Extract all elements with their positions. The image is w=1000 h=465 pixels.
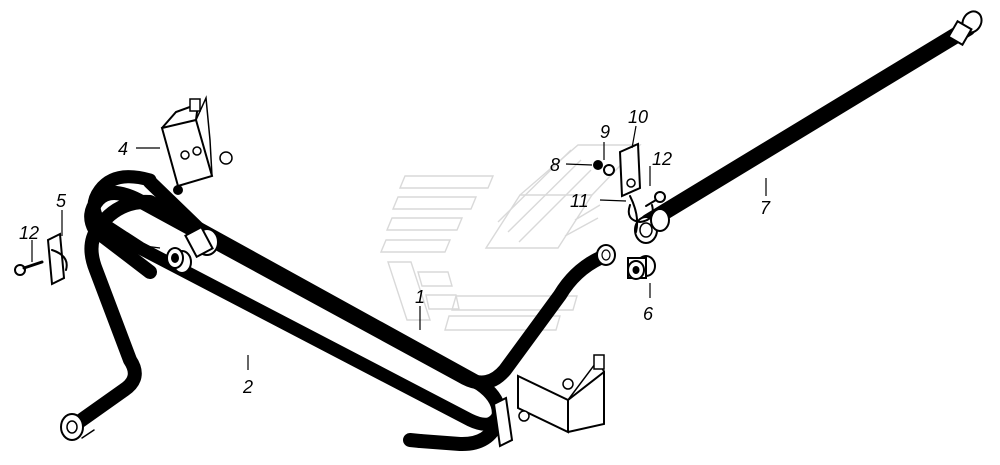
label-7: 7 [760,198,771,218]
bolt-12-left [14,260,44,276]
hose-7 [634,10,983,244]
clamp-5 [46,232,68,286]
callouts: 4 5 12 6 1 2 9 10 8 12 11 7 6 [19,107,771,397]
label-5: 5 [56,191,67,211]
label-11: 11 [570,191,589,211]
washer-9 [603,164,615,176]
bracket-10 [618,142,642,233]
label-12-right: 12 [652,149,672,169]
fitting-left [166,225,219,274]
label-8: 8 [550,155,560,175]
fitting-right [627,255,656,280]
label-6-left: 6 [121,237,132,257]
label-6-right: 6 [643,304,654,324]
pipe-loop-rear [87,170,507,431]
bracket-4 [160,95,233,195]
label-9: 9 [600,122,610,142]
label-4: 4 [118,139,128,159]
bolt-12-right [645,191,666,207]
leader-lines [31,125,767,370]
label-12-left: 12 [19,223,39,243]
clamp-11 [627,204,654,223]
nut-8 [593,160,603,170]
kamaz-logo-watermark [379,144,642,331]
pipe-nut-left [60,409,95,441]
label-1: 1 [415,287,425,307]
label-10: 10 [628,107,648,127]
pipe-nut-right [596,244,616,266]
label-2: 2 [242,377,253,397]
clamp-lower [459,396,514,448]
bracket-lower-right [517,354,605,434]
